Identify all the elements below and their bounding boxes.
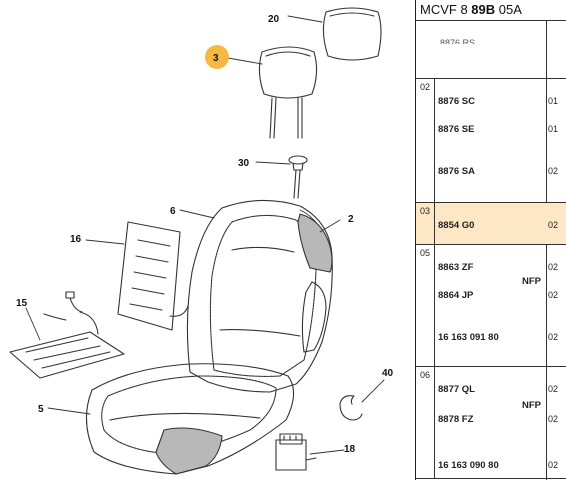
part-quantity: 02 — [548, 460, 559, 470]
part-reference[interactable]: 16 163 091 80 — [438, 332, 499, 343]
row-group-06: 06 — [420, 370, 431, 380]
part-quantity: 02 — [548, 414, 559, 424]
part-reference[interactable]: 8877 QL — [438, 384, 475, 395]
seat-heating-mat-part-15 — [9, 291, 125, 379]
callout-6: 6 — [170, 206, 176, 217]
part-quantity: 02 — [548, 220, 559, 230]
part-reference[interactable]: 8864 JP — [438, 290, 474, 301]
part-quantity: 02 — [548, 166, 559, 176]
row-group-05: 05 — [420, 248, 431, 258]
clip-part-40 — [339, 395, 363, 421]
part-reference[interactable]: 8854 G0 — [438, 220, 475, 231]
part-reference[interactable]: 8876 SA — [438, 166, 475, 177]
part-reference[interactable]: 16 163 090 80 — [438, 460, 499, 471]
callout-20: 20 — [268, 14, 280, 25]
backrest-heating-mat-part-16 — [117, 221, 189, 331]
parts-table-header: MCVF 8 89B 05A — [420, 2, 522, 17]
highlight-badge — [205, 45, 229, 69]
part-reference[interactable]: 8876 SC — [438, 96, 475, 107]
part-reference[interactable]: 8878 FZ — [438, 414, 474, 425]
row-group-03: 03 — [420, 206, 431, 216]
callout-30: 30 — [238, 158, 250, 169]
part-note: NFP — [522, 400, 541, 411]
part-reference[interactable]: 8876 SE — [438, 124, 475, 135]
row-group-02: 02 — [420, 82, 431, 92]
headrest-part-3 — [258, 46, 318, 139]
seat-switch-part-18 — [275, 433, 317, 471]
callout-3: 3 — [213, 53, 219, 64]
part-reference[interactable]: 8863 ZF — [438, 262, 474, 273]
callout-15: 15 — [16, 298, 28, 309]
callout-16: 16 — [70, 234, 82, 245]
seat-backrest-part-6 — [186, 199, 333, 393]
exploded-seat-diagram: 20 3 30 6 2 16 15 5 40 18 — [9, 7, 394, 475]
row-highlight — [416, 202, 566, 244]
seat-cushion-part-5 — [85, 363, 295, 475]
part-quantity: 01 — [548, 124, 559, 134]
callout-18: 18 — [344, 444, 356, 455]
part-quantity: 02 — [548, 332, 559, 342]
callout-5: 5 — [38, 404, 44, 415]
part-note: NFP — [522, 276, 541, 287]
callout-2: 2 — [348, 214, 354, 225]
part-quantity: 02 — [548, 384, 559, 394]
part-quantity: 01 — [548, 96, 559, 106]
part-quantity: 02 — [548, 290, 559, 300]
headrest-guide-part-30 — [288, 155, 308, 199]
callout-40: 40 — [382, 368, 394, 379]
headrest-part-20 — [322, 7, 382, 61]
side-panel-part-2 — [297, 213, 333, 273]
parts-table: MCVF 8 89B 05A 8876 RS 02 8876 SC 01 8876 S… — [415, 0, 566, 480]
part-quantity: 02 — [548, 262, 559, 272]
table-row-partial: 8876 RS — [440, 38, 476, 44]
